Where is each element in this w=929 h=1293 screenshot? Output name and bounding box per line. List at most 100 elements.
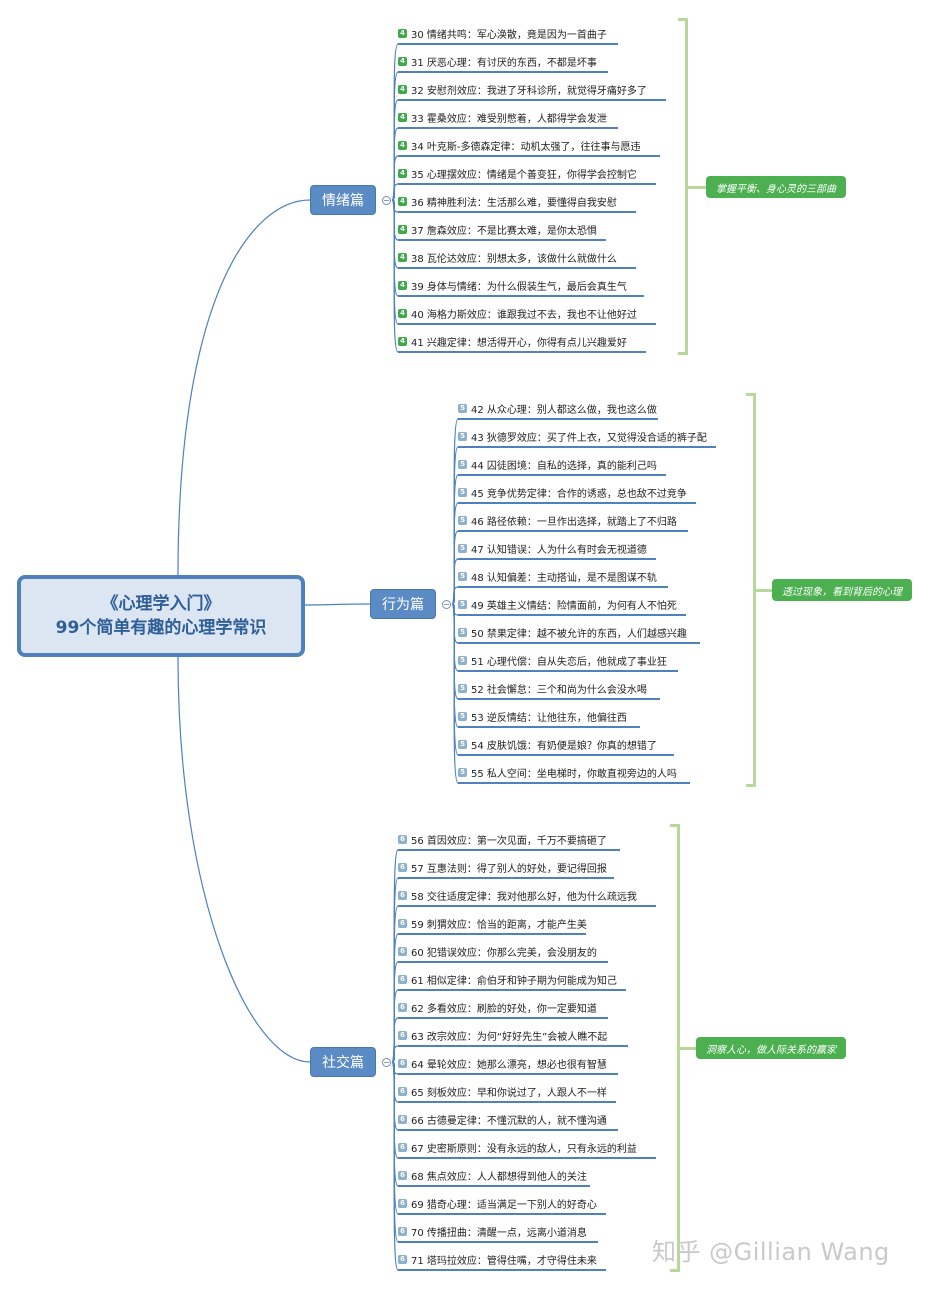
branch-connector [177, 656, 311, 1063]
priority-badge-icon: 6 [398, 1086, 407, 1096]
topic-item[interactable]: 4 38 瓦伦达效应：别想太多，该做什么就做什么 [398, 247, 636, 269]
priority-badge-icon: 5 [458, 487, 467, 497]
priority-badge-icon: 6 [398, 1030, 407, 1040]
priority-badge-icon: 5 [458, 739, 467, 749]
priority-badge-icon: 4 [398, 280, 407, 290]
topic-item[interactable]: 5 43 狄德罗效应：买了件上衣，又觉得没合适的裤子配 [458, 426, 716, 448]
topic-item-label: 60 犯错误效应：你那么完美，会没朋友的 [411, 947, 597, 959]
summary-bracket [678, 18, 688, 355]
priority-badge-icon: 5 [458, 459, 467, 469]
priority-badge-icon: 5 [458, 431, 467, 441]
central-title: 《心理学入门》 [101, 594, 221, 614]
branch-emotion[interactable]: 情绪篇 [310, 185, 376, 215]
priority-badge-icon: 4 [398, 308, 407, 318]
topic-item-label: 49 英雄主义情结：险情面前，为何有人不怕死 [471, 600, 677, 612]
priority-badge-icon: 6 [398, 834, 407, 844]
item-connector [391, 199, 399, 353]
topic-item-label: 38 瓦伦达效应：别想太多，该做什么就做什么 [411, 253, 617, 265]
priority-badge-icon: 4 [398, 56, 407, 66]
topic-item-label: 70 传播扭曲：清醒一点，远离小道消息 [411, 1227, 587, 1239]
topic-item-label: 30 情绪共鸣：军心涣散，竟是因为一首曲子 [411, 29, 607, 41]
topic-item[interactable]: 6 68 焦点效应：人人都想得到他人的关注 [398, 1165, 590, 1187]
priority-badge-icon: 4 [398, 252, 407, 262]
central-topic[interactable]: 《心理学入门》 99个简单有趣的心理学常识 [17, 575, 305, 657]
priority-badge-icon: 6 [398, 946, 407, 956]
item-connector [391, 1061, 399, 1271]
summary-label-behavior[interactable]: 透过现象，看到背后的心理 [772, 579, 912, 601]
branch-social[interactable]: 社交篇 [310, 1047, 376, 1077]
topic-item-label: 64 晕轮效应：她那么漂亮，想必也很有智慧 [411, 1059, 607, 1071]
topic-item-label: 33 霍桑效应：难受别憋着，人都得学会发泄 [411, 113, 607, 125]
priority-badge-icon: 5 [458, 767, 467, 777]
collapse-toggle-icon[interactable]: − [442, 600, 451, 609]
priority-badge-icon: 5 [458, 515, 467, 525]
item-connector [391, 1017, 399, 1063]
topic-item-label: 43 狄德罗效应：买了件上衣，又觉得没合适的裤子配 [471, 432, 707, 444]
priority-badge-icon: 4 [398, 224, 407, 234]
topic-item-label: 56 首因效应：第一次见面，千万不要搞砸了 [411, 835, 607, 847]
topic-item[interactable]: 6 56 首因效应：第一次见面，千万不要搞砸了 [398, 829, 620, 851]
topic-item-label: 50 禁果定律：越不被允许的东西，人们越感兴趣 [471, 628, 687, 640]
topic-item-label: 55 私人空间：坐电梯时，你敢直视旁边的人吗 [471, 768, 677, 780]
topic-item-label: 36 精神胜利法：生活那么难，要懂得自我安慰 [411, 197, 617, 209]
topic-item-label: 53 逆反情结：让他往东，他偏往西 [471, 712, 627, 724]
central-subtitle: 99个简单有趣的心理学常识 [55, 618, 267, 638]
topic-item-label: 68 焦点效应：人人都想得到他人的关注 [411, 1171, 587, 1183]
collapse-toggle-icon[interactable]: − [382, 1058, 391, 1067]
topic-item-label: 58 交往适度定律：我对他那么好，他为什么疏远我 [411, 891, 637, 903]
collapse-toggle-icon[interactable]: − [382, 196, 391, 205]
branch-behavior[interactable]: 行为篇 [370, 589, 436, 619]
topic-item[interactable]: 5 55 私人空间：坐电梯时，你敢直视旁边的人吗 [458, 762, 690, 784]
item-connector [451, 586, 459, 605]
item-connector [451, 603, 459, 784]
priority-badge-icon: 6 [398, 1198, 407, 1208]
item-connector [391, 155, 399, 201]
topic-item-label: 59 刺猬效应：恰当的距离，才能产生美 [411, 919, 587, 931]
summary-label-emotion[interactable]: 掌握平衡、身心灵的三部曲 [706, 176, 846, 198]
topic-item-label: 52 社会懈怠：三个和尚为什么会没水喝 [471, 684, 647, 696]
priority-badge-icon: 6 [398, 1170, 407, 1180]
priority-badge-icon: 4 [398, 140, 407, 150]
topic-item-label: 61 相似定律：俞伯牙和钟子期为何能成为知己 [411, 975, 617, 987]
branch-connector [304, 603, 371, 606]
summary-label-social[interactable]: 洞察人心，做人际关系的赢家 [696, 1037, 846, 1059]
topic-item[interactable]: 6 60 犯错误效应：你那么完美，会没朋友的 [398, 941, 608, 963]
priority-badge-icon: 4 [398, 168, 407, 178]
